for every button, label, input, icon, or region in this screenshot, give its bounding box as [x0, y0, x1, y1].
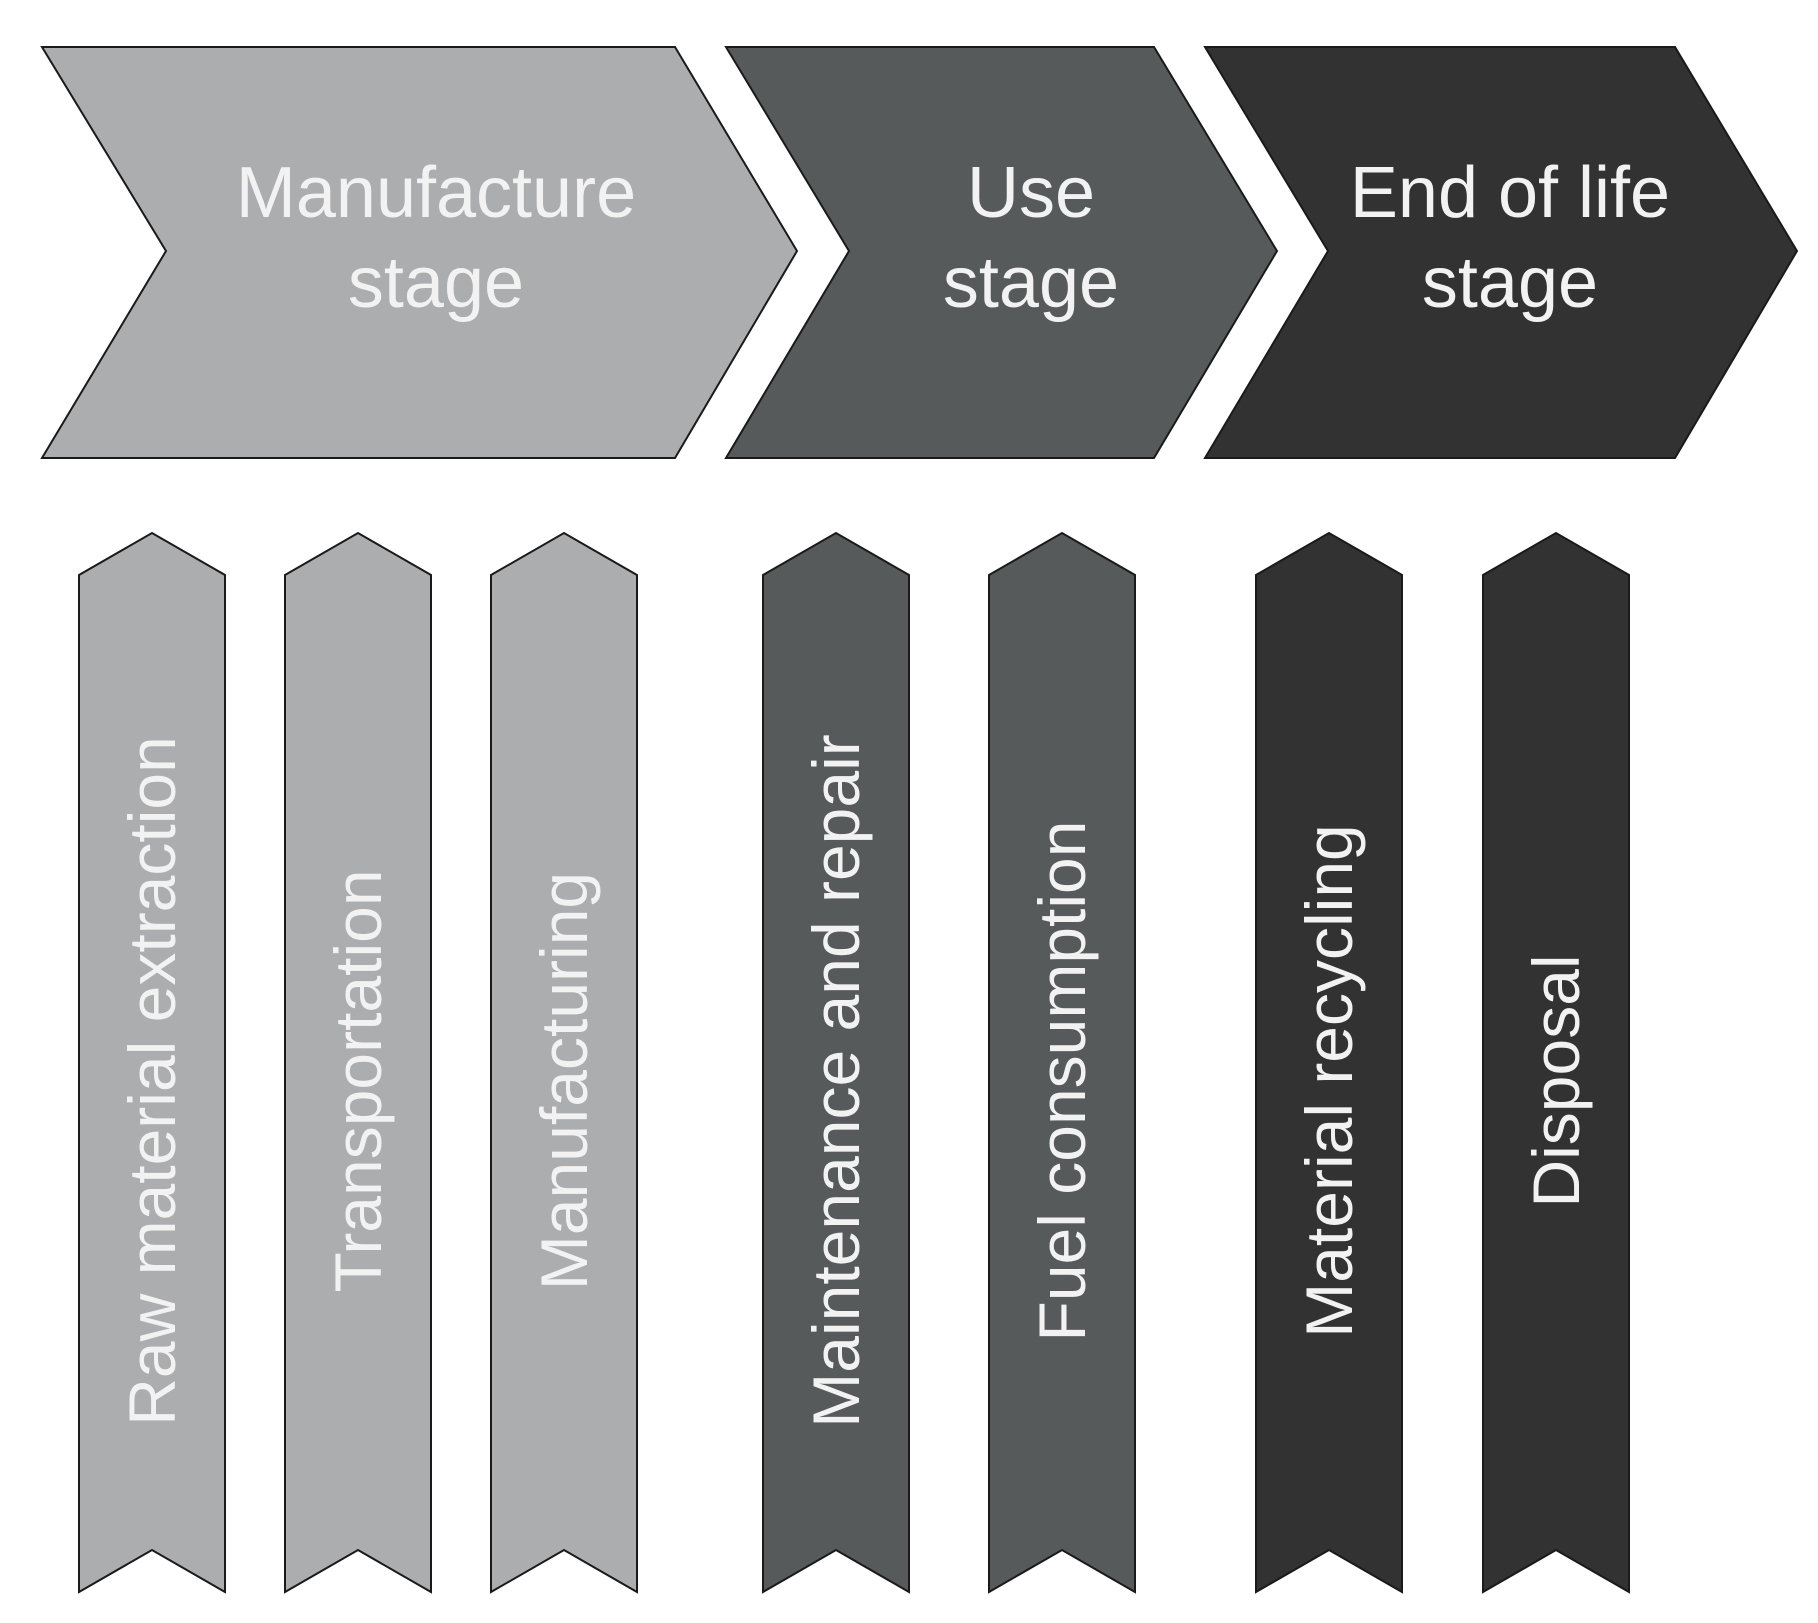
step-shape — [988, 531, 1136, 1594]
stage-subtitle-use: stage — [943, 243, 1119, 323]
stage-shape-end-of-life — [1203, 46, 1799, 459]
stage-chevron-use: Use stage — [724, 46, 1279, 459]
step-label-fuel-consumption: Fuel consumption — [1025, 821, 1099, 1342]
step-label-material-recycling: Material recycling — [1292, 824, 1366, 1338]
stage-subtitle-end-of-life: stage — [1422, 243, 1598, 323]
stage-title-use: Use — [967, 153, 1095, 233]
step-arrow-transportation: Transportation — [284, 531, 432, 1594]
step-arrow-manufacturing: Manufacturing — [490, 531, 638, 1594]
stage-shape-manufacture — [40, 46, 799, 459]
step-arrow-disposal: Disposal — [1482, 531, 1630, 1594]
step-arrow-raw-material-extraction: Raw material extraction — [78, 531, 226, 1594]
step-label-transportation: Transportation — [321, 869, 395, 1292]
step-shape — [762, 531, 910, 1594]
step-shape — [1255, 531, 1403, 1594]
step-arrow-material-recycling: Material recycling — [1255, 531, 1403, 1594]
step-arrow-fuel-consumption: Fuel consumption — [988, 531, 1136, 1594]
step-label-raw-material-extraction: Raw material extraction — [115, 736, 189, 1426]
step-shape — [1482, 531, 1630, 1594]
step-shape — [284, 531, 432, 1594]
step-shape — [78, 531, 226, 1594]
stage-title-end-of-life: End of life — [1350, 153, 1670, 233]
step-label-maintenance-and-repair: Maintenance and repair — [799, 734, 873, 1427]
stage-chevron-manufacture: Manufacture stage — [40, 46, 799, 459]
step-label-manufacturing: Manufacturing — [527, 872, 601, 1290]
stage-chevron-end-of-life: End of life stage — [1203, 46, 1799, 459]
step-shape — [490, 531, 638, 1594]
stage-title-manufacture: Manufacture — [236, 153, 636, 233]
stage-shape-use — [724, 46, 1279, 459]
step-label-disposal: Disposal — [1519, 954, 1593, 1207]
stage-subtitle-manufacture: stage — [348, 243, 524, 323]
step-arrow-maintenance-and-repair: Maintenance and repair — [762, 531, 910, 1594]
